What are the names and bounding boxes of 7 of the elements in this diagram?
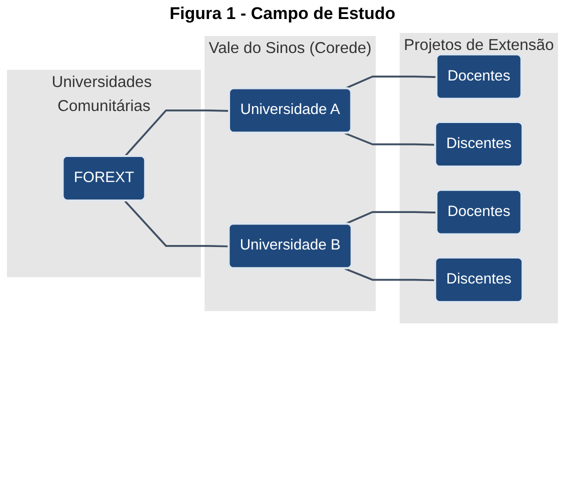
connector [344, 132, 436, 146]
connector [124, 110, 230, 157]
connector [124, 200, 230, 248]
connector [344, 76, 437, 90]
figure-title: Figura 1 - Campo de Estudo [168, 4, 396, 24]
connector [344, 268, 436, 282]
connector [344, 211, 437, 225]
